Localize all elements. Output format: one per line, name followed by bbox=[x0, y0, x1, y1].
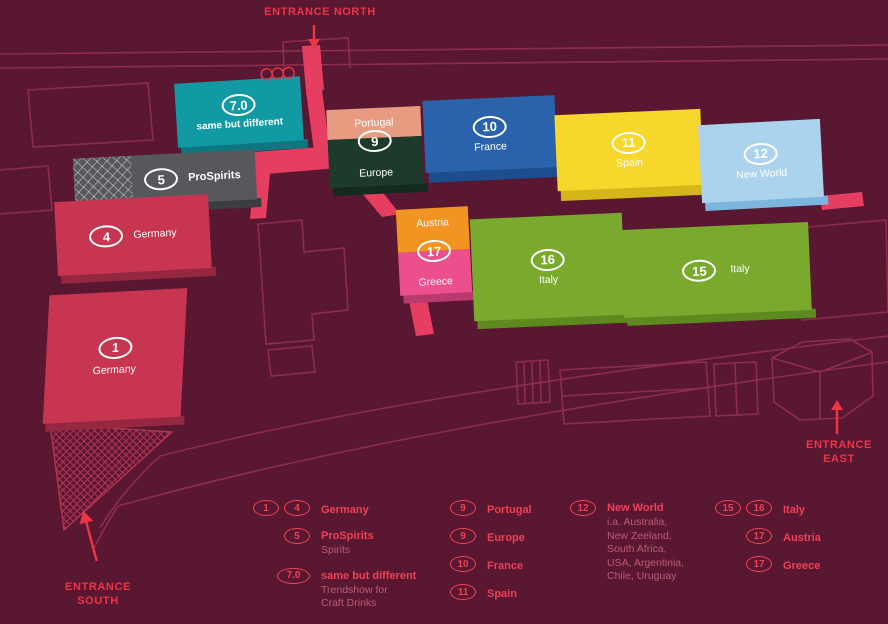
hall-10-badge: 10 bbox=[472, 114, 508, 139]
entrance-south-line1: ENTRANCE bbox=[65, 581, 131, 593]
hall-10-label: France bbox=[473, 139, 508, 154]
legend-badge-10: 10 bbox=[450, 556, 476, 572]
legend-sub-new-world-4: USA, Argentinia, bbox=[607, 556, 685, 569]
hall-17-greece-label: Greece bbox=[418, 275, 454, 289]
hall-11-badge: 11 bbox=[611, 130, 647, 155]
legend-item-france: 10 France bbox=[446, 556, 532, 574]
hall-16-badge: 16 bbox=[530, 247, 566, 272]
entrance-south-line2: SOUTH bbox=[77, 595, 119, 607]
legend-sub-spirits: Spirits bbox=[321, 544, 351, 556]
legend-badge-9a: 9 bbox=[450, 500, 476, 516]
legend-badge-12: 12 bbox=[570, 500, 596, 516]
hall-10[interactable]: 10 France bbox=[422, 95, 562, 183]
legend-column-4: 15 16 Italy 17 Austria 17 Greece bbox=[710, 500, 821, 584]
hall-12-badge: 12 bbox=[743, 141, 779, 166]
hall-7-0-badge: 7.0 bbox=[220, 92, 257, 118]
hall-15[interactable]: 15 Italy bbox=[620, 221, 817, 326]
legend-badge-11: 11 bbox=[450, 584, 476, 600]
entrance-east-arrow-icon bbox=[831, 400, 843, 434]
legend-label-same-but-different: same but different bbox=[321, 569, 417, 582]
hall-12[interactable]: 12 New World bbox=[698, 118, 829, 211]
legend-badge-16: 16 bbox=[746, 500, 772, 516]
legend-sub-new-world-3: South Africa, bbox=[607, 543, 667, 555]
legend-item-europe: 9 Europe bbox=[446, 528, 532, 546]
entrance-south-arrow-icon bbox=[79, 510, 98, 562]
hall-4[interactable]: 4 Germany bbox=[54, 194, 217, 284]
hall-9[interactable]: Portugal Europe 9 bbox=[326, 105, 429, 196]
hall-7-0[interactable]: 7.0 same but different bbox=[174, 66, 309, 156]
legend-badge-4: 4 bbox=[284, 500, 310, 516]
hall-15-label: Italy bbox=[730, 262, 750, 276]
legend-item-portugal: 9 Portugal bbox=[446, 500, 532, 518]
hall-9-portugal-label: Portugal bbox=[354, 116, 394, 130]
legend-column-3: 12 New World i.a. Australia, New Zeeland… bbox=[566, 500, 684, 594]
hall-1[interactable]: 1 Germany bbox=[42, 288, 188, 432]
legend-item-greece: 17 Greece bbox=[710, 556, 821, 574]
legend-label-austria: Austria bbox=[783, 532, 821, 544]
entrance-east-line2: EAST bbox=[823, 453, 855, 465]
hall-5-badge: 5 bbox=[143, 167, 179, 192]
legend-sub-craft-drinks: Craft Drinks bbox=[321, 597, 377, 609]
legend-sub-new-world-1: i.a. Australia, bbox=[607, 516, 668, 528]
legend-badge-7-0: 7.0 bbox=[277, 567, 310, 584]
legend-badge-1: 1 bbox=[253, 500, 279, 516]
legend-item-austria: 17 Austria bbox=[710, 528, 821, 546]
legend-sub-new-world-2: New Zeeland, bbox=[607, 529, 672, 542]
legend-label-greece: Greece bbox=[783, 560, 821, 572]
legend-label-spain: Spain bbox=[487, 588, 517, 600]
hall-9-europe-label: Europe bbox=[358, 166, 394, 180]
legend-item-spain: 11 Spain bbox=[446, 584, 532, 602]
legend-item-prospirits: 5 ProSpirits Spirits bbox=[248, 528, 416, 558]
legend-item-same-but-different: 7.0 same but different Trendshow for Cra… bbox=[248, 567, 417, 611]
entrance-north-arrow-icon bbox=[308, 25, 320, 49]
legend-item-new-world: 12 New World i.a. Australia, New Zeeland… bbox=[566, 500, 684, 584]
legend-column-2: 9 Portugal 9 Europe 10 France 11 Spain bbox=[446, 500, 532, 612]
legend-label-portugal: Portugal bbox=[487, 504, 532, 516]
hall-16[interactable]: 16 Italy bbox=[469, 212, 631, 330]
legend-label-new-world: New World bbox=[607, 502, 664, 514]
legend-label-italy: Italy bbox=[783, 504, 806, 516]
legend-label-france: France bbox=[487, 560, 524, 572]
legend-item-germany: 1 4 Germany bbox=[248, 500, 416, 518]
hall-11-label: Spain bbox=[615, 155, 644, 170]
hall-1-label: Germany bbox=[92, 362, 137, 377]
legend-badge-5: 5 bbox=[284, 528, 310, 544]
legend-sub-trendshow: Trendshow for bbox=[321, 583, 388, 596]
hall-11[interactable]: 11 Spain bbox=[554, 108, 709, 202]
same-but-different-logo-icon bbox=[260, 66, 295, 81]
hall-17-austria-label: Austria bbox=[415, 216, 450, 230]
legend-badge-15: 15 bbox=[715, 500, 741, 516]
legend-item-italy: 15 16 Italy bbox=[710, 500, 821, 518]
legend-sub-new-world-5: Chile, Uruguay bbox=[607, 570, 677, 582]
hall-12-label: New World bbox=[735, 166, 788, 181]
legend-badge-17b: 17 bbox=[746, 556, 772, 572]
hall-16-label: Italy bbox=[538, 273, 559, 286]
entrance-south-label: ENTRANCE SOUTH bbox=[48, 580, 148, 608]
legend-badge-9b: 9 bbox=[450, 528, 476, 544]
entrance-north-label: ENTRANCE NORTH bbox=[264, 6, 376, 18]
hall-4-badge: 4 bbox=[88, 224, 124, 249]
hall-4-label: Germany bbox=[133, 226, 177, 241]
hall-5-label: ProSpirits bbox=[187, 169, 241, 184]
hall-7-0-label: same but different bbox=[196, 116, 284, 133]
hall-17[interactable]: Austria Greece 17 bbox=[395, 206, 477, 304]
hall-1-badge: 1 bbox=[97, 335, 134, 360]
legend-label-germany: Germany bbox=[321, 504, 369, 516]
legend-badge-17a: 17 bbox=[746, 528, 772, 544]
hall-15-badge: 15 bbox=[681, 258, 717, 283]
entrance-east-label: ENTRANCE EAST bbox=[795, 438, 883, 466]
legend-label-prospirits: ProSpirits bbox=[321, 530, 374, 542]
entrance-east-line1: ENTRANCE bbox=[806, 439, 872, 451]
legend-column-1: 1 4 Germany 5 ProSpirits Spirits 7.0 sam… bbox=[248, 500, 416, 621]
legend-label-europe: Europe bbox=[487, 532, 525, 544]
